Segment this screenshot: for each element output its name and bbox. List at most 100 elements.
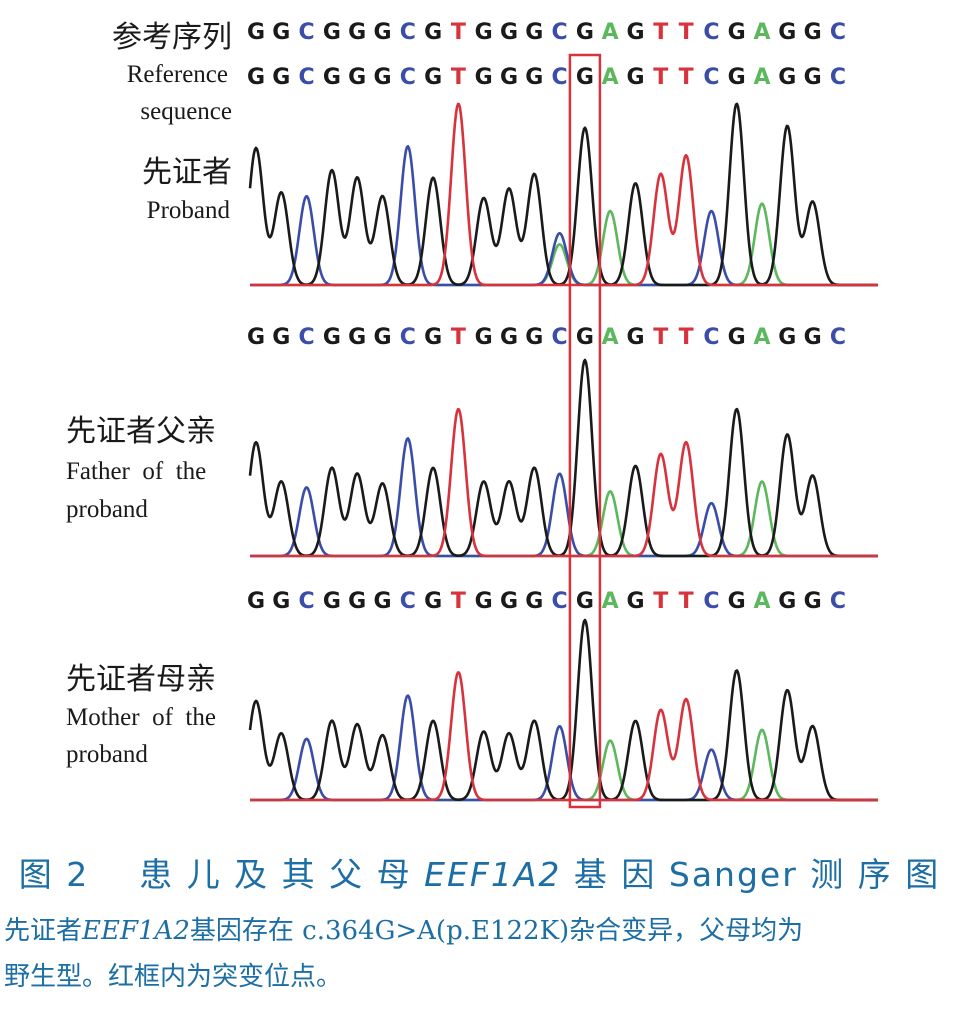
base-letter: C xyxy=(703,589,719,614)
base-letter: G xyxy=(323,20,341,45)
father-label-en-1: Father of the xyxy=(66,458,206,485)
caption-body-line2: 野生型。红框内为突变位点。 xyxy=(4,962,343,992)
base-letter: G xyxy=(247,20,265,45)
base-letter: G xyxy=(348,65,366,90)
base-letter: G xyxy=(576,20,594,45)
mutation-site-box xyxy=(568,53,602,809)
mother-label-cn: 先证者母亲 xyxy=(66,662,216,697)
base-letter: C xyxy=(830,20,846,45)
trace-C xyxy=(249,145,879,287)
base-letter: G xyxy=(626,65,644,90)
base-letter: G xyxy=(348,20,366,45)
reference-label-cn: 参考序列 xyxy=(112,20,232,55)
base-letter: T xyxy=(451,589,466,614)
base-letter: G xyxy=(728,325,746,350)
base-letter: T xyxy=(653,20,668,45)
mother-label-en-2: proband xyxy=(66,741,148,768)
base-letter: C xyxy=(830,65,846,90)
base-letter: G xyxy=(323,65,341,90)
base-letter: A xyxy=(753,589,770,614)
base-letter: G xyxy=(272,65,290,90)
base-letter: A xyxy=(753,65,770,90)
caption-title-post: 基 因 Sanger 测 序 图 xyxy=(573,855,941,894)
base-letter: G xyxy=(778,65,796,90)
base-letter: A xyxy=(602,589,619,614)
caption-body-gene: EEF1A2 xyxy=(82,916,190,946)
base-letter: T xyxy=(653,325,668,350)
base-letter: G xyxy=(323,325,341,350)
base-letter: G xyxy=(576,589,594,614)
figure-caption-body: 先证者EEF1A2基因存在 c.364G>A(p.E122K)杂合变异，父母均为… xyxy=(0,908,959,1000)
base-letter: G xyxy=(272,20,290,45)
base-letter: G xyxy=(778,325,796,350)
chromatogram-traces xyxy=(248,102,879,802)
base-letter: C xyxy=(703,325,719,350)
base-letter: C xyxy=(299,20,315,45)
base-letter: G xyxy=(475,589,493,614)
trace-G xyxy=(248,618,879,802)
base-letter: G xyxy=(500,65,518,90)
base-letter: G xyxy=(500,589,518,614)
base-letter: C xyxy=(552,589,568,614)
base-letter: G xyxy=(272,325,290,350)
base-letter: G xyxy=(500,325,518,350)
base-letter: G xyxy=(804,20,822,45)
figure-caption-title: 图 2 患 儿 及 其 父 母 EEF1A2 基 因 Sanger 测 序 图 xyxy=(0,848,959,896)
base-letter: G xyxy=(475,20,493,45)
figure-number: 图 2 xyxy=(18,855,90,894)
base-letter: G xyxy=(778,20,796,45)
base-letter: C xyxy=(400,20,416,45)
base-letter: G xyxy=(626,325,644,350)
base-letter: G xyxy=(373,20,391,45)
base-letter: G xyxy=(525,325,543,350)
base-letter: G xyxy=(626,20,644,45)
base-letter: G xyxy=(424,589,442,614)
base-letter: G xyxy=(247,589,265,614)
base-letter: C xyxy=(299,65,315,90)
trace-G xyxy=(248,358,879,558)
caption-body-pre: 先证者 xyxy=(4,916,83,946)
base-letter: T xyxy=(679,65,694,90)
reference-label-en-1: Reference xyxy=(127,61,228,88)
base-letter: G xyxy=(323,589,341,614)
base-letter: C xyxy=(703,65,719,90)
base-letter: G xyxy=(778,589,796,614)
base-letter: G xyxy=(576,65,594,90)
base-letter: T xyxy=(451,325,466,350)
base-letter: T xyxy=(653,65,668,90)
proband-label-cn: 先证者 xyxy=(142,155,232,190)
father-label-cn: 先证者父亲 xyxy=(66,414,216,449)
trace-G xyxy=(248,102,879,287)
base-letter: C xyxy=(400,589,416,614)
base-letter: T xyxy=(679,325,694,350)
base-letter: T xyxy=(653,589,668,614)
base-letter: G xyxy=(373,589,391,614)
base-letter: G xyxy=(525,20,543,45)
base-letter: C xyxy=(830,589,846,614)
base-letter: G xyxy=(804,65,822,90)
caption-gene: EEF1A2 xyxy=(424,855,562,894)
base-letter: T xyxy=(679,20,694,45)
trace-T xyxy=(249,407,879,558)
base-letter: A xyxy=(602,325,619,350)
base-letter: T xyxy=(451,20,466,45)
base-letter: G xyxy=(348,589,366,614)
base-letter: G xyxy=(500,20,518,45)
base-letter: C xyxy=(552,65,568,90)
mother-chromatogram xyxy=(248,618,879,802)
base-letter: G xyxy=(576,325,594,350)
base-letter: C xyxy=(299,325,315,350)
mutation-highlight xyxy=(568,53,602,809)
base-letter: A xyxy=(753,325,770,350)
trace-T xyxy=(249,671,879,802)
base-letter: T xyxy=(451,65,466,90)
base-letter: C xyxy=(830,325,846,350)
base-letter: C xyxy=(552,20,568,45)
father-label-en-2: proband xyxy=(66,496,148,523)
base-letter: T xyxy=(679,589,694,614)
base-letter: G xyxy=(525,65,543,90)
base-letter: C xyxy=(552,325,568,350)
